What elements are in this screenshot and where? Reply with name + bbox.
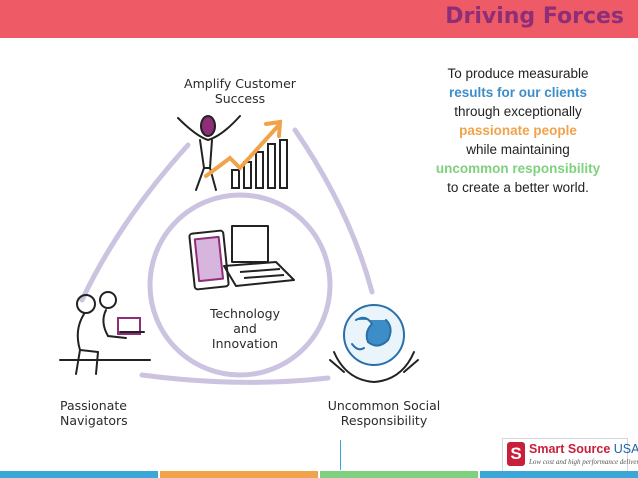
- center-node-label-line3: Innovation: [211, 336, 279, 351]
- mission-statement: To produce measurable results for our cl…: [418, 64, 618, 197]
- company-logo: S Smart Source USA Low cost and high per…: [502, 438, 638, 472]
- mission-line: To produce measurable: [447, 66, 589, 81]
- logo-name-accent: USA: [613, 442, 638, 456]
- navigators-illustration-icon: [59, 291, 151, 375]
- connector-top-left: [79, 142, 191, 303]
- top-node-label: Amplify Customer Success: [180, 76, 300, 106]
- top-node-label-line2: Success: [214, 91, 266, 106]
- bottom-stripe-blue: [0, 471, 158, 478]
- driving-forces-diagram: [59, 115, 419, 385]
- bottom-stripe-orange: [160, 471, 318, 478]
- mission-line: while maintaining: [466, 142, 570, 157]
- center-node-label: Technology and Innovation: [200, 306, 290, 351]
- logo-tagline: Low cost and high performance delivered: [529, 458, 638, 466]
- top-node-label-line1: Amplify Customer: [184, 76, 296, 91]
- center-circle: [147, 192, 333, 378]
- right-node-label-line1: Uncommon Social: [327, 398, 441, 413]
- left-node-label-line1: Passionate: [60, 398, 127, 413]
- header-bar: [0, 0, 638, 38]
- success-illustration-icon: [177, 115, 288, 191]
- bottom-stripe-blue-2: [480, 471, 638, 478]
- connector-top-right: [292, 127, 375, 295]
- tablet-laptop-icon: [188, 225, 295, 291]
- logo-name-main: Smart Source: [529, 442, 614, 456]
- mission-highlight-responsibility: uncommon responsibility: [435, 161, 601, 176]
- connector-bottom: [139, 372, 331, 385]
- divider-line: [340, 440, 341, 470]
- center-node-label-line1: Technology: [209, 306, 281, 321]
- mission-highlight-results: results for our clients: [448, 85, 588, 100]
- logo-name: Smart Source USA: [529, 442, 638, 456]
- center-node-label-line2: and: [233, 321, 257, 336]
- mission-line: through exceptionally: [454, 104, 582, 119]
- page-title: Driving Forces: [445, 4, 624, 29]
- mission-highlight-people: passionate people: [459, 123, 577, 138]
- mission-line: to create a better world.: [447, 180, 589, 195]
- left-node-label: Passionate Navigators: [60, 398, 160, 428]
- globe-hands-icon: [329, 304, 419, 384]
- right-node-label: Uncommon Social Responsibility: [322, 398, 446, 428]
- left-node-label-line2: Navigators: [60, 413, 128, 428]
- right-node-label-line2: Responsibility: [340, 413, 428, 428]
- logo-mark-icon: S: [507, 442, 525, 466]
- bottom-stripe-green: [320, 471, 478, 478]
